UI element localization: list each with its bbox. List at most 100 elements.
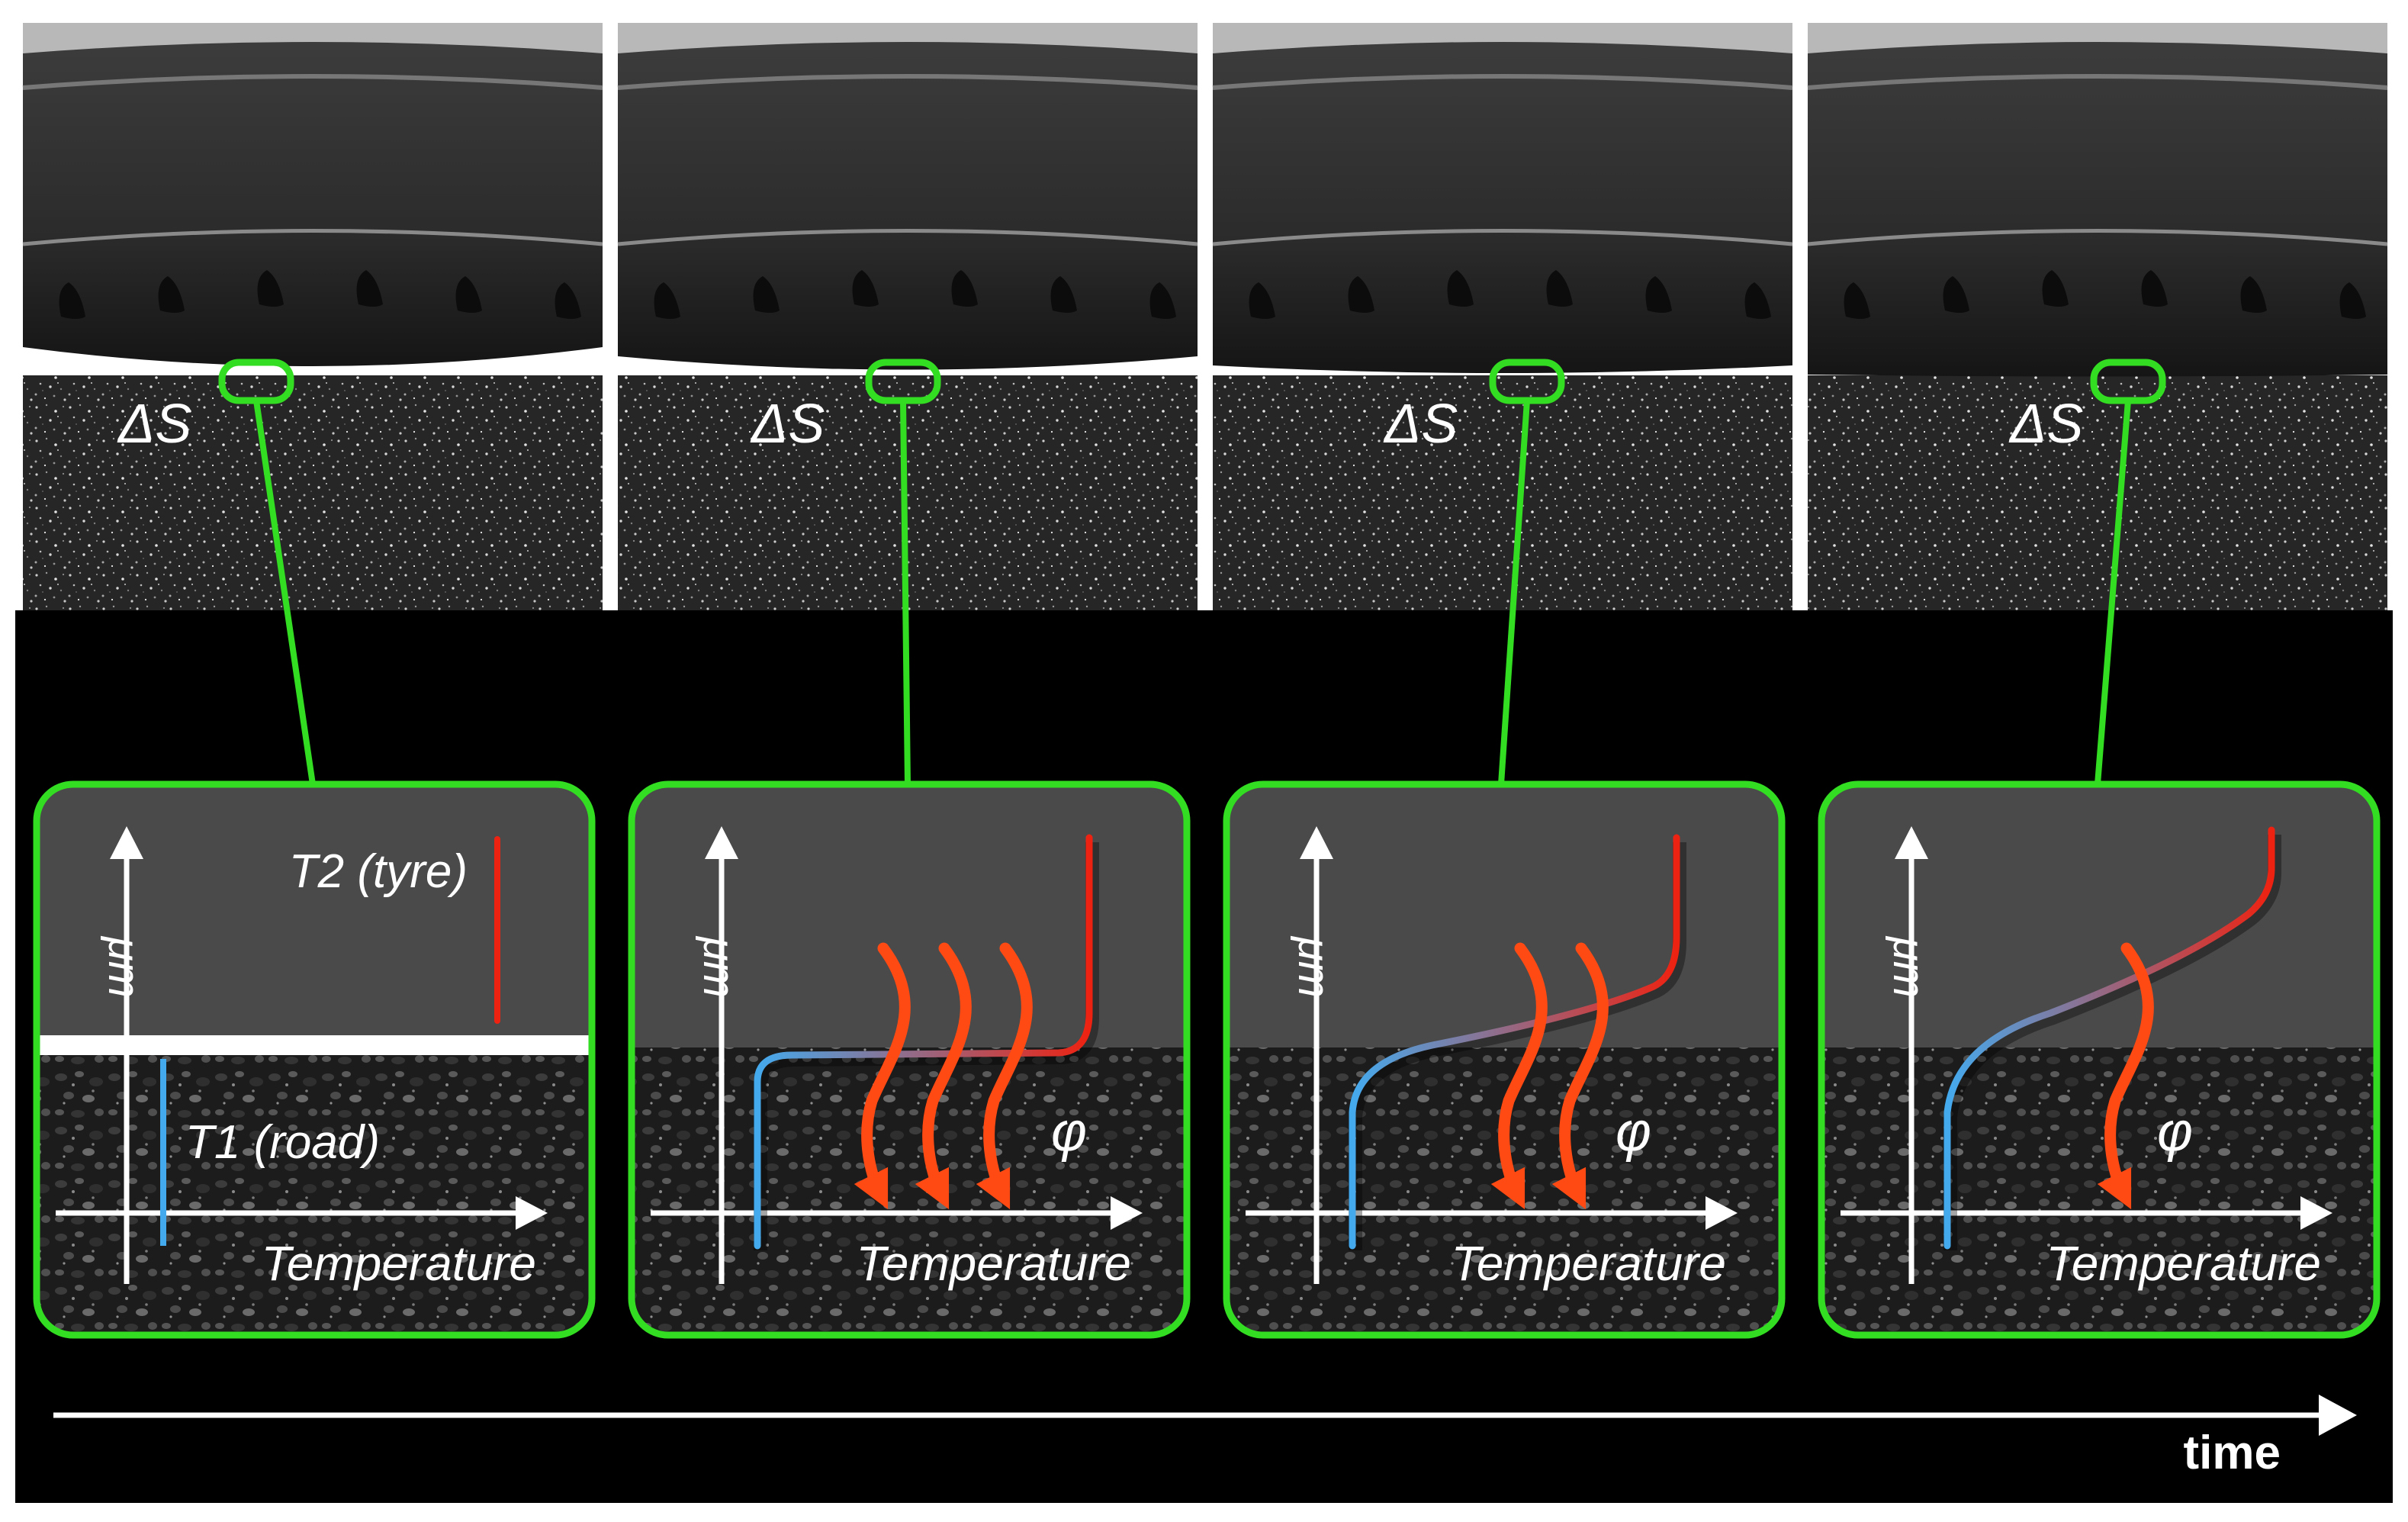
y-axis-arrowhead (1895, 826, 1928, 859)
tread-notch (654, 282, 680, 319)
x-axis-arrowhead (1706, 1196, 1738, 1230)
road-region (1227, 1047, 1782, 1335)
tread-notch (1050, 276, 1077, 313)
tread-notch (158, 276, 185, 313)
y-axis-label: μm (1289, 935, 1339, 998)
time-arrow-head (2319, 1395, 2357, 1436)
temperature-curve-shadow (1943, 835, 2281, 1250)
tyre-stripe (1212, 229, 1793, 246)
tyre-photo-2: ΔS (617, 23, 1198, 785)
tread-notch (1943, 276, 1969, 313)
panel-border (33, 780, 596, 1339)
tyre-sidewall (1808, 42, 2387, 377)
tyre-sidewall (618, 42, 1198, 370)
phi-label: φ (2157, 1102, 2193, 1163)
tread-notch (555, 282, 581, 319)
delta-s-label: ΔS (1383, 394, 1458, 455)
tread-notch (852, 270, 879, 307)
panel-border (1223, 780, 1786, 1339)
road-surface (23, 375, 603, 610)
tyre-photo-strip: ΔS ΔS ΔS ΔS (22, 23, 2388, 785)
tread-notch (59, 282, 85, 319)
connector-line (253, 400, 316, 785)
phi-label: φ (1051, 1102, 1087, 1163)
tread-notch (1546, 270, 1573, 307)
delta-s-label: ΔS (117, 394, 191, 455)
tread-notch (257, 270, 284, 307)
tyre-photo-3: ΔS (1212, 23, 1793, 785)
road-surface (1213, 375, 1792, 610)
heat-flux-arrow (1551, 942, 1609, 1210)
temperature-profile-curve (754, 834, 1093, 1250)
tyre-groove (617, 74, 1198, 90)
tyre-region (1821, 784, 2377, 1047)
tread-notch (2240, 276, 2267, 313)
tread-notch (1348, 276, 1374, 313)
y-axis-label: μm (99, 935, 149, 998)
y-axis-arrowhead (1300, 826, 1333, 859)
tread-notch (455, 276, 482, 313)
tread-notch (2141, 270, 2168, 307)
tread-notch (1249, 282, 1275, 319)
heat-flux-arrow (976, 942, 1033, 1210)
tread-notch (1744, 282, 1771, 319)
x-axis-label: Temperature (262, 1236, 537, 1291)
y-axis-arrowhead (705, 826, 738, 859)
tyre-groove (22, 74, 603, 90)
x-axis-label: Temperature (2046, 1236, 2322, 1291)
tyre-region (37, 784, 592, 1047)
y-axis-label: μm (1884, 935, 1934, 998)
tyre-groove (1807, 74, 2388, 90)
x-axis-label: Temperature (857, 1236, 1132, 1291)
heat-flux-arrow (2097, 942, 2154, 1210)
temperature-curve-shadow (754, 842, 1099, 1250)
connector-line (1498, 400, 1530, 785)
tread-notch (1447, 270, 1474, 307)
x-axis-arrowhead (516, 1196, 548, 1230)
road-surface (1808, 375, 2387, 610)
road-region (37, 1047, 592, 1335)
panel-border (628, 780, 1191, 1339)
tyre-sidewall (1213, 42, 1792, 373)
heat-flux-arrow (854, 942, 911, 1210)
tyre-stripe (617, 229, 1198, 246)
heat-flux-arrow (915, 942, 972, 1210)
tyre-stripe (1807, 229, 2388, 246)
tread-notch (1149, 282, 1176, 319)
phi-label: φ (1616, 1102, 1651, 1163)
tread-notch (1844, 282, 1870, 319)
y-axis-label: μm (694, 935, 744, 998)
delta-s-label: ΔS (2008, 394, 2083, 455)
road-region (1821, 1047, 2377, 1335)
road-region (632, 1047, 1187, 1335)
tread-notch (1645, 276, 1672, 313)
time-label: time (2184, 1427, 2281, 1479)
tread-notch (2339, 282, 2366, 319)
heat-flux-arrow (1490, 942, 1548, 1210)
tread-notch (753, 276, 780, 313)
time-axis: time (53, 1395, 2357, 1479)
connector-line (900, 400, 911, 785)
temperature-profile-curve (1943, 826, 2275, 1250)
delta-s-label: ΔS (750, 394, 825, 455)
t1-label: T1 (road) (185, 1116, 380, 1169)
tyre-stripe (22, 229, 603, 246)
tread-notch (356, 270, 383, 307)
panel-border (1818, 780, 2381, 1339)
t2-label: T2 (tyre) (289, 845, 468, 898)
interface-band (37, 1035, 592, 1055)
connector-line (2095, 400, 2131, 785)
tread-notch (2042, 270, 2069, 307)
tyre-photo-1: ΔS (22, 23, 603, 785)
x-axis-arrowhead (1111, 1196, 1143, 1230)
tyre-region (1227, 784, 1782, 1047)
